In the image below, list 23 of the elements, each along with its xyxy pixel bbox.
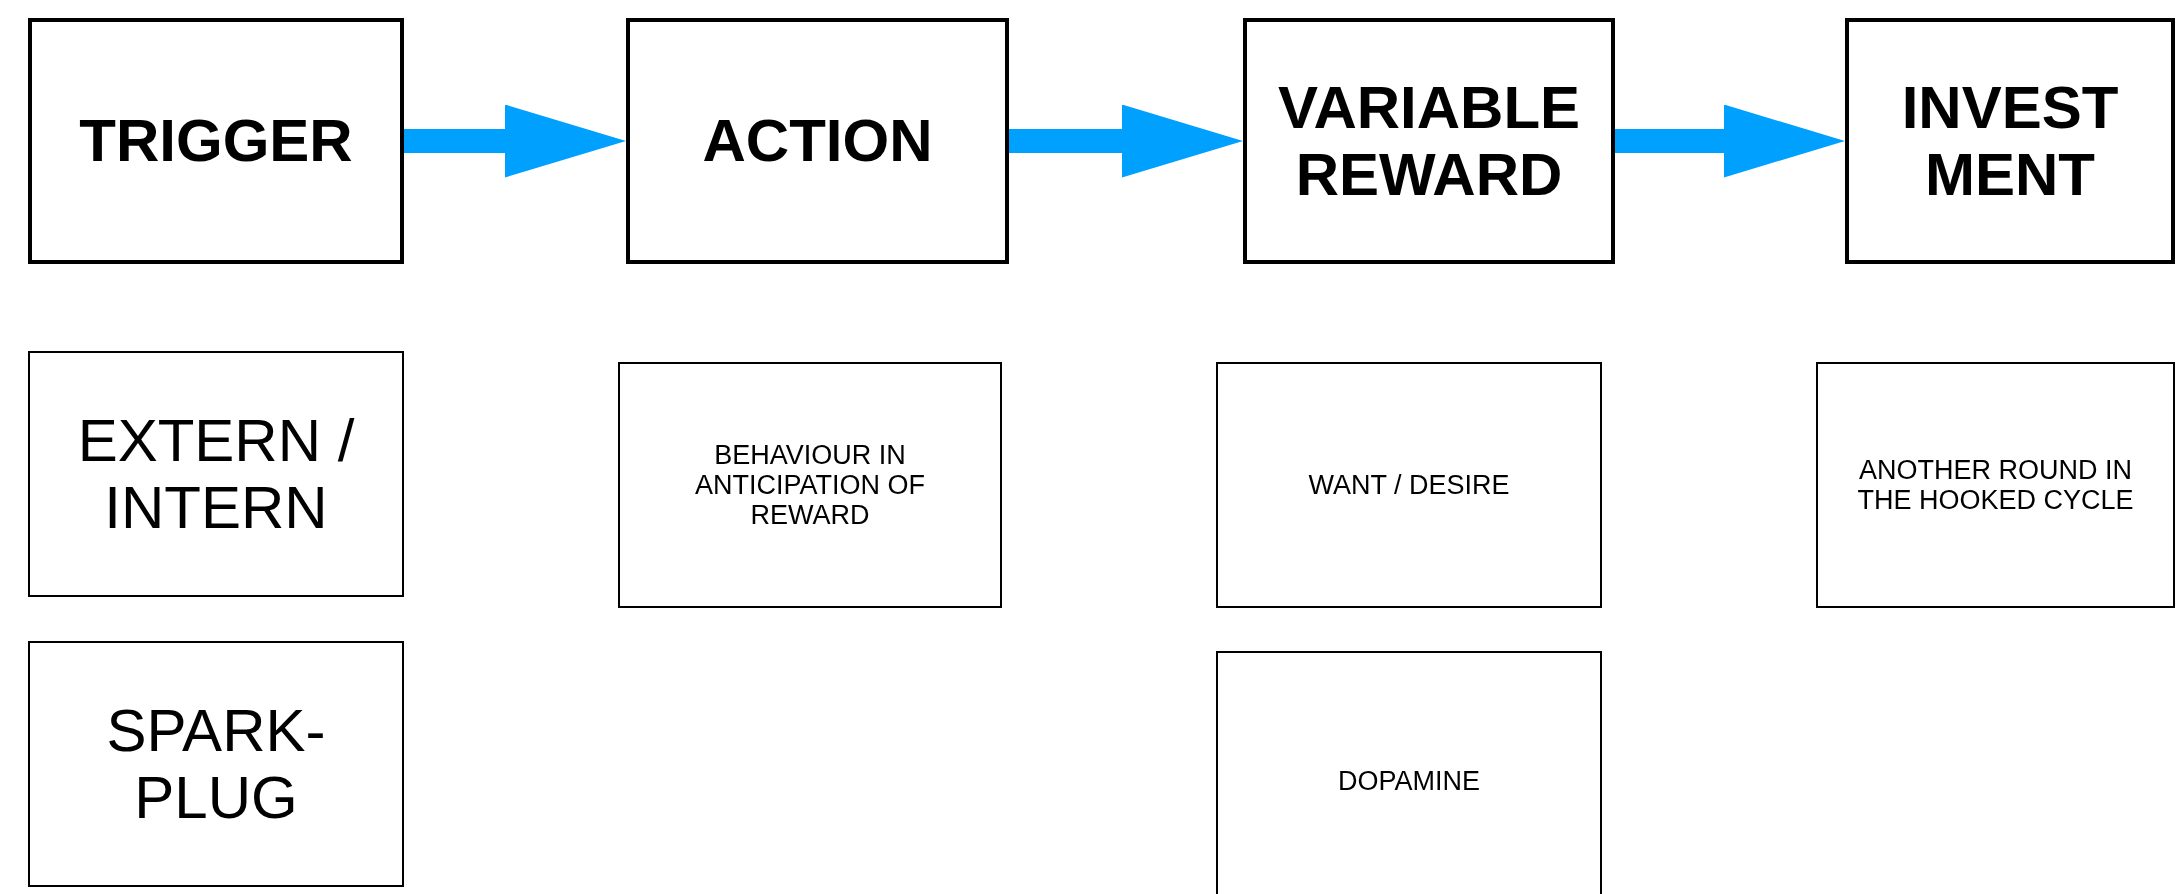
detail-text: EXTERN / INTERN: [76, 406, 356, 542]
detail-box: [28, 641, 404, 887]
detail-box: [28, 351, 404, 597]
detail-box: [1216, 651, 1602, 894]
stage-box: [28, 18, 404, 264]
stage-title: ACTION: [702, 107, 933, 175]
detail-box: [1216, 362, 1602, 608]
detail-box: [618, 362, 1002, 608]
stage-title: TRIGGER: [79, 107, 353, 175]
stage-box: [626, 18, 1009, 264]
detail-text: ANOTHER ROUND IN THE HOOKED CYCLE: [1856, 454, 2135, 516]
stage-title: VARIABLE REWARD: [1276, 73, 1582, 209]
detail-text: WANT / DESIRE: [1308, 469, 1510, 501]
arrow: [1615, 104, 1845, 178]
stage-title: INVEST MENT: [1900, 73, 2120, 209]
arrow: [1009, 104, 1243, 178]
detail-text: DOPAMINE: [1338, 765, 1480, 797]
stage-box: [1243, 18, 1615, 264]
detail-text: BEHAVIOUR IN ANTICIPATION OF REWARD: [694, 439, 926, 531]
stage-box: [1845, 18, 2175, 264]
detail-box: [1816, 362, 2175, 608]
detail-text: SPARK- PLUG: [105, 696, 327, 832]
arrow: [404, 104, 626, 178]
